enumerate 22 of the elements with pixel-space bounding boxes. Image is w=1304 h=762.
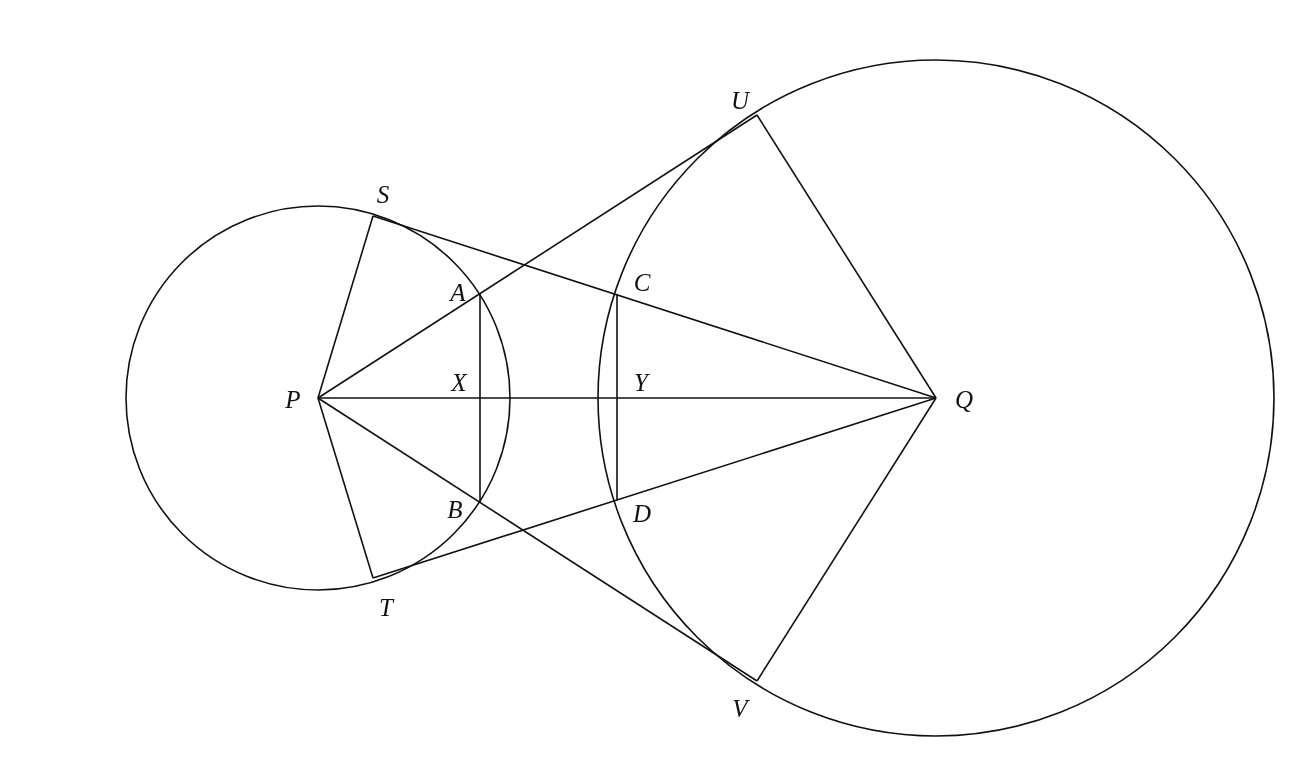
point-label: B [447, 496, 463, 522]
point-label: Q [954, 386, 974, 412]
point-label: A [450, 279, 466, 305]
line-segment [479, 292, 481, 503]
point-label: S [376, 181, 390, 207]
point-label: X [451, 369, 467, 395]
line-segment [317, 215, 374, 399]
point-label: T [379, 594, 393, 620]
point-label: Y [634, 369, 648, 395]
line-segment [317, 397, 374, 579]
point-label: P [285, 386, 301, 412]
line-segment [372, 397, 937, 579]
line-segment [756, 114, 937, 399]
line-segment [372, 215, 937, 399]
line-segment [756, 397, 937, 682]
point-label: U [730, 87, 750, 113]
point-label: C [633, 269, 651, 295]
point-label: D [632, 500, 652, 526]
line-segment [616, 294, 618, 501]
point-label: V [732, 695, 748, 721]
line-segment [317, 114, 758, 399]
line-segment [317, 397, 758, 682]
